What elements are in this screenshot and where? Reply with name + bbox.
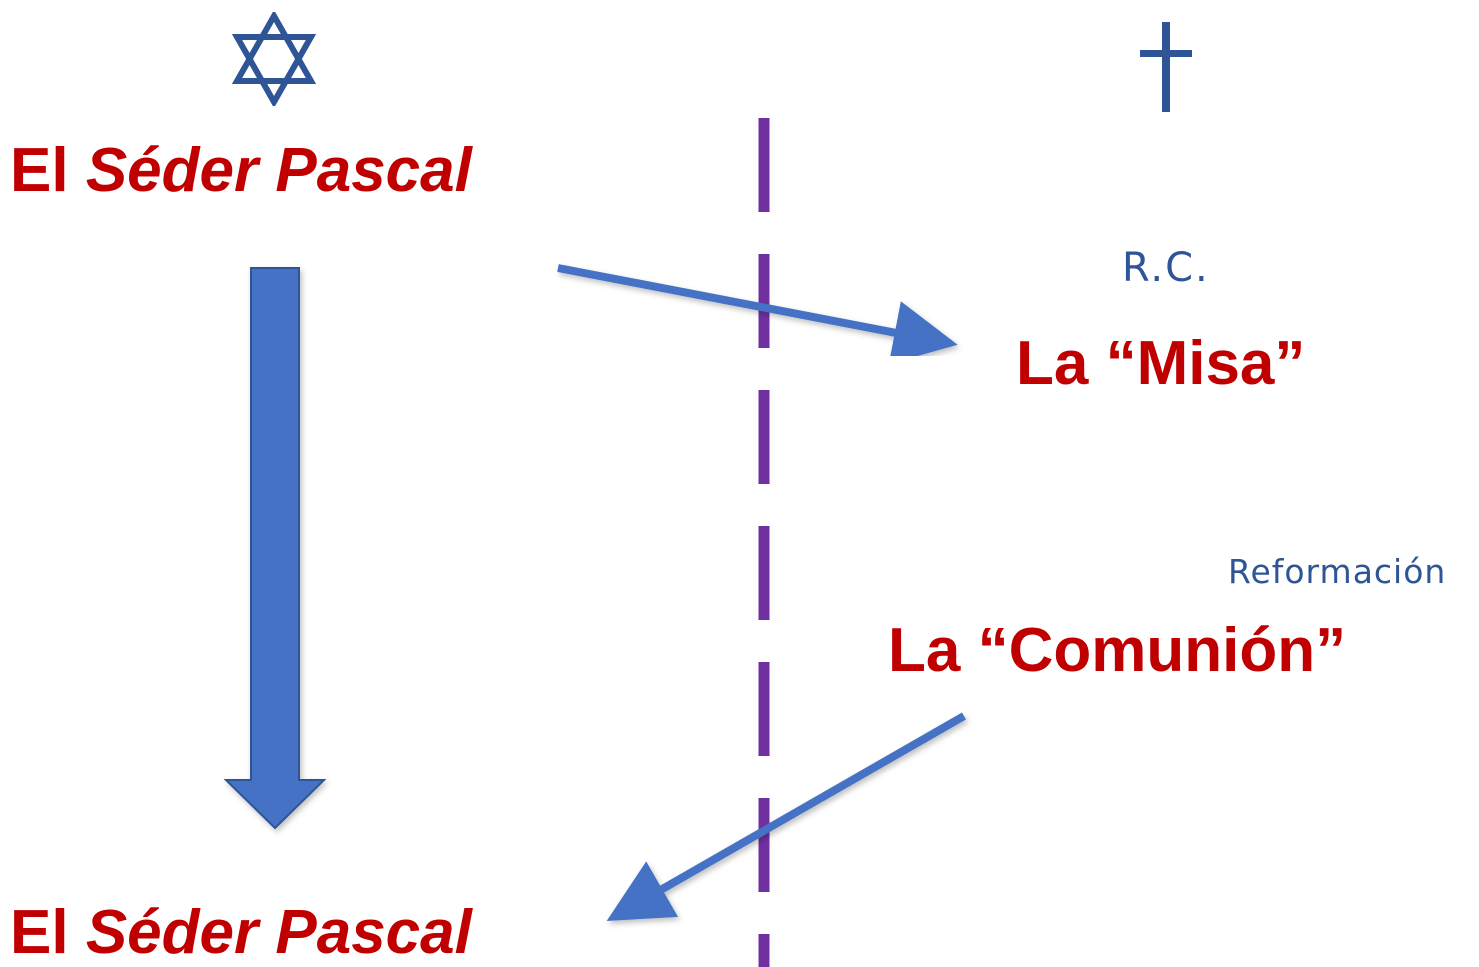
seder-top-title: Séder Pascal	[85, 136, 472, 205]
reformacion-note: Reformación	[1228, 552, 1447, 591]
comunion-label: La “Comunión”	[888, 616, 1347, 685]
star-of-david-icon	[232, 12, 316, 106]
seder-pascal-top-label: El Séder Pascal	[10, 140, 472, 202]
misa-label: La “Misa”	[1016, 329, 1306, 398]
seder-to-misa-arrow	[557, 264, 958, 365]
comunion-to-seder-arrow	[606, 712, 966, 921]
seder-top-prefix: El	[10, 136, 86, 205]
seder-pascal-bottom-label: El Séder Pascal	[10, 902, 472, 964]
seder-bottom-title: Séder Pascal	[85, 898, 472, 967]
rc-note: R.C.	[1122, 245, 1210, 291]
continuity-block-arrow	[223, 267, 327, 830]
latin-cross-icon	[1140, 22, 1192, 112]
seder-bottom-prefix: El	[10, 898, 86, 967]
